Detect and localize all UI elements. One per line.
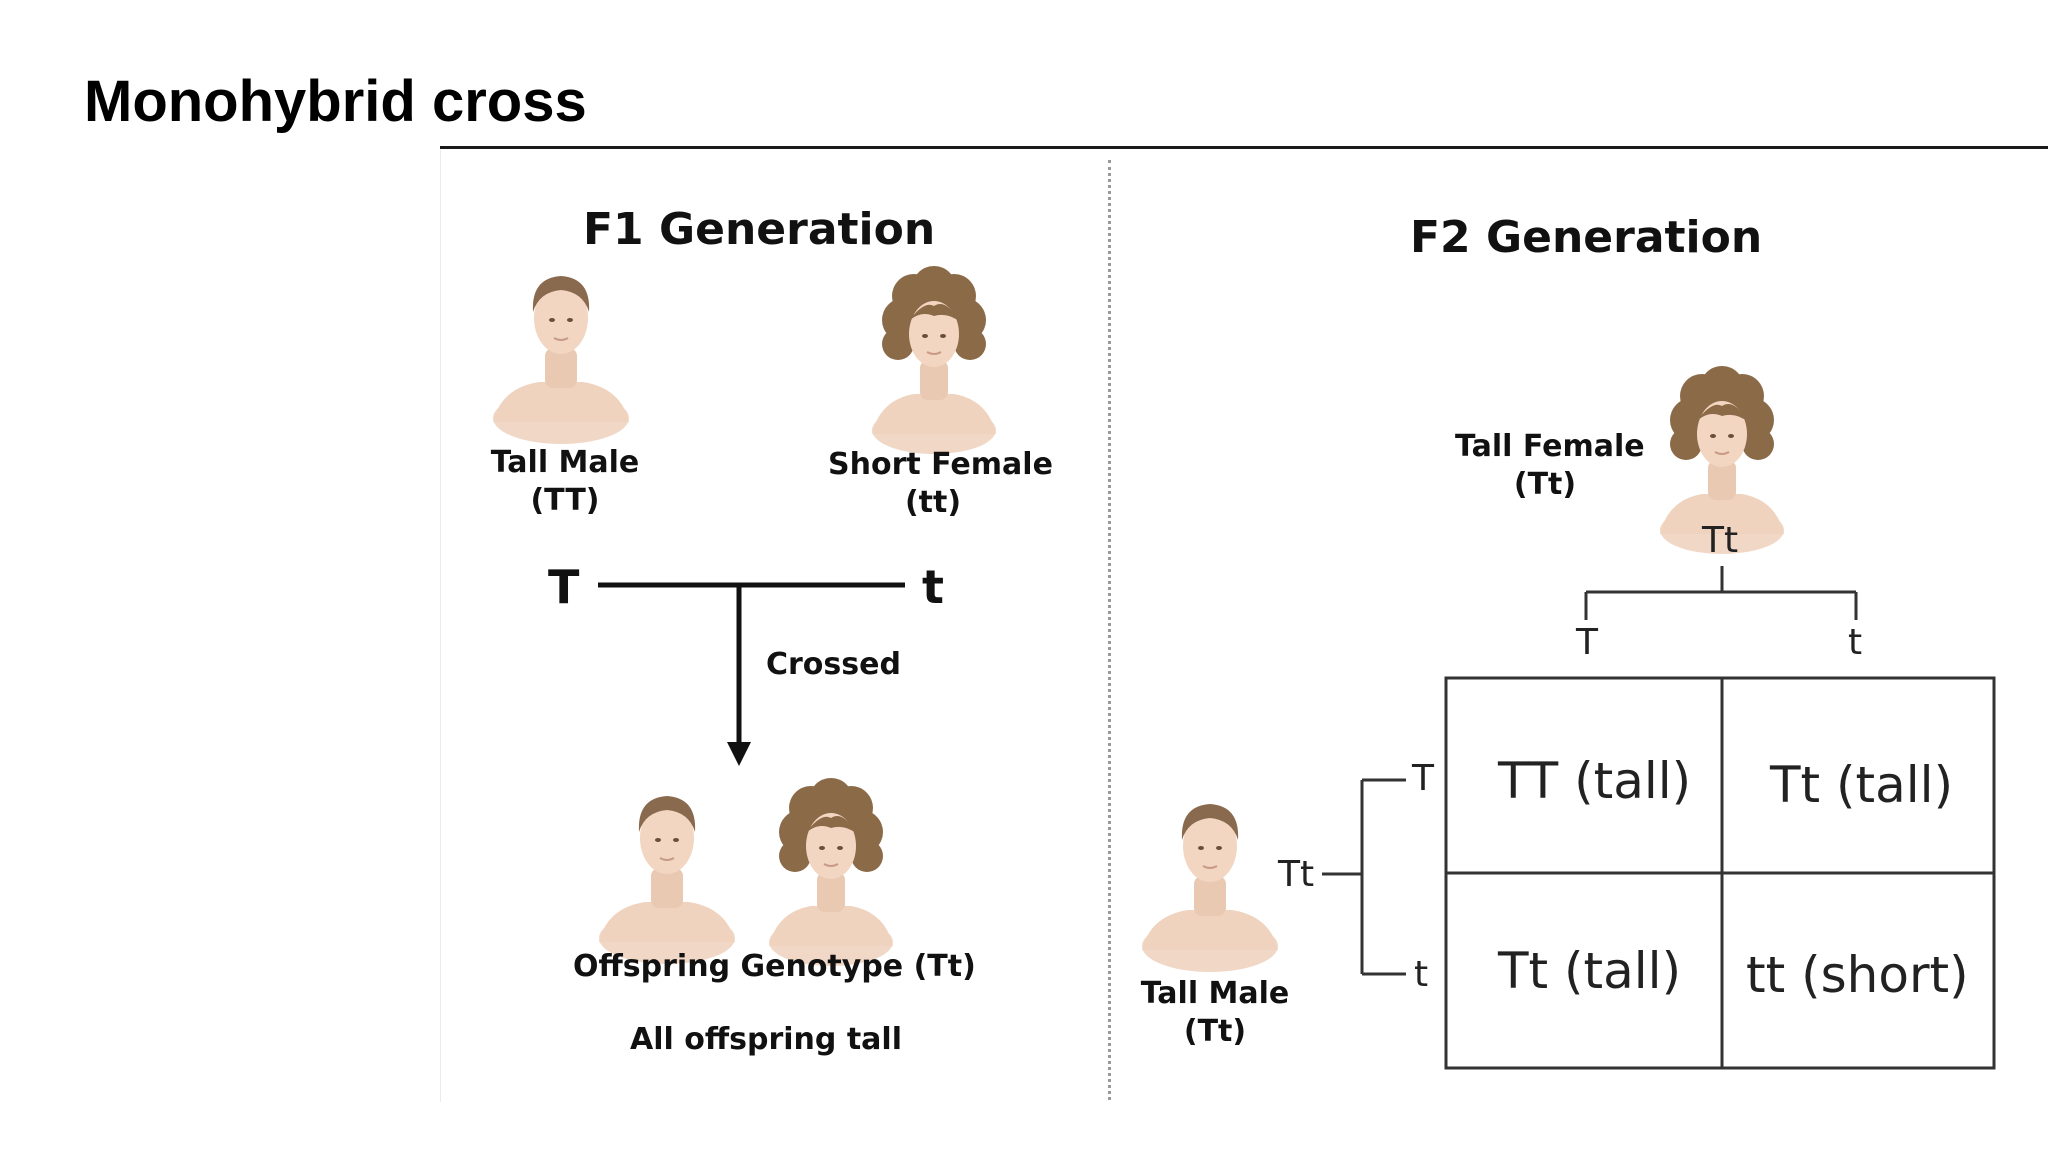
- f1-allele-right: t: [922, 560, 944, 614]
- punnett-cell-2-2: tt (short): [1746, 946, 1969, 1004]
- f2-male-allele-2: t: [1414, 954, 1429, 995]
- punnett-cell-1-1: TT (tall): [1498, 752, 1692, 810]
- f1-male-label-text: Tall Male: [490, 445, 640, 480]
- f1-arrow-head: [727, 742, 751, 766]
- f2-male-label-text: Tall Male: [1140, 976, 1290, 1011]
- f1-arrow-label: Crossed: [766, 647, 901, 682]
- f1-male-avatar: [492, 275, 630, 445]
- figure-left-edge: [440, 150, 441, 1102]
- f1-offspring-note: All offspring tall: [630, 1022, 902, 1057]
- f1-male-label: Tall Male (TT): [475, 444, 655, 520]
- f2-female-allele-2: t: [1848, 622, 1863, 663]
- f2-male-allele-1: T: [1412, 758, 1434, 799]
- f1-offspring-male-avatar: [598, 795, 736, 965]
- f1-female-label-text: Short Female: [828, 447, 1053, 482]
- f2-female-genotype: (Tt): [1513, 467, 1577, 502]
- f1-female-avatar: [871, 265, 997, 455]
- f2-female-label-text: Tall Female: [1455, 429, 1645, 464]
- f2-male-label: Tall Male (Tt): [1125, 975, 1305, 1051]
- f2-male-avatar: [1141, 803, 1279, 973]
- panel-divider: [1108, 160, 1111, 1100]
- slide-title: Monohybrid cross: [84, 69, 587, 134]
- title-underline: [440, 146, 2048, 149]
- f1-female-label: Short Female (tt): [828, 446, 1053, 522]
- f1-offspring-genotype: Offspring Genotype (Tt): [573, 949, 976, 984]
- f2-male-parent-genotype: Tt: [1278, 854, 1315, 895]
- f1-male-genotype: (TT): [530, 483, 600, 518]
- f2-title: F2 Generation: [1410, 212, 1763, 263]
- f2-male-genotype: (Tt): [1183, 1014, 1247, 1049]
- f1-female-genotype: (tt): [904, 485, 962, 520]
- f1-allele-left: T: [548, 560, 580, 614]
- punnett-cell-2-1: Tt (tall): [1498, 942, 1682, 1000]
- f1-offspring-female-avatar: [768, 777, 894, 967]
- f2-female-label: Tall Female (Tt): [1455, 428, 1645, 504]
- punnett-cell-1-2: Tt (tall): [1770, 756, 1954, 814]
- f2-female-allele-1: T: [1576, 622, 1598, 663]
- f2-female-parent-genotype: Tt: [1702, 520, 1739, 561]
- f1-title: F1 Generation: [583, 204, 936, 255]
